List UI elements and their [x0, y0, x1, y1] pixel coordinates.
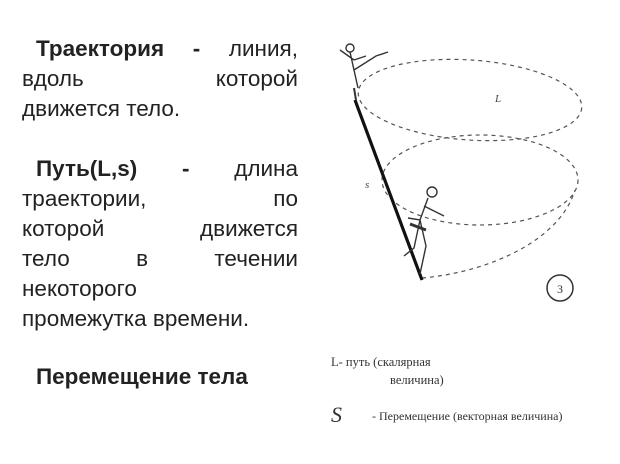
figure-number-badge	[546, 274, 574, 302]
caption-path-line1: L- путь (скалярная	[331, 355, 431, 369]
skater-bottom	[403, 186, 445, 275]
definition-path: Путь(L,s) - длина траектории, по которой…	[22, 156, 298, 331]
skater-trajectory-diagram: L s 3	[339, 43, 583, 302]
skater-top	[339, 43, 389, 101]
caption-s-symbol: S	[331, 402, 342, 427]
trajectory-curve	[421, 189, 576, 279]
dash: -	[182, 156, 190, 181]
dash: -	[192, 36, 201, 61]
caption-path-line2: величина)	[390, 373, 444, 387]
figure-number: 3	[557, 282, 563, 296]
trajectory-loop-upper	[357, 58, 583, 142]
definitions-text: Траектория - линия, вдоль которой движет…	[22, 34, 298, 422]
term-path: Путь(L,s)	[36, 156, 138, 181]
caption-displacement: - Перемещение (векторная величина)	[372, 409, 563, 423]
term-displacement: Перемещение тела	[36, 364, 248, 389]
definition-displacement: Перемещение тела	[22, 362, 298, 392]
trajectory-loop-lower	[381, 134, 579, 226]
label-s: s	[365, 179, 369, 191]
label-L: L	[494, 93, 501, 105]
definition-trajectory: Траектория - линия, вдоль которой движет…	[22, 36, 298, 121]
term-trajectory: Траектория	[36, 36, 165, 61]
